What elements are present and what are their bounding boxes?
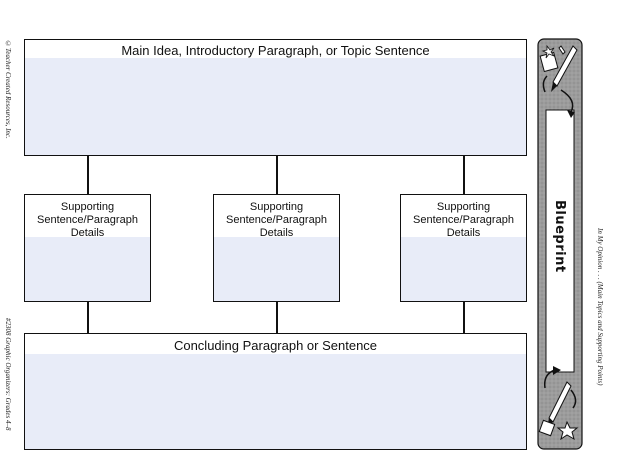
supporting-box-1: Supporting Sentence/Paragraph Details	[24, 194, 151, 302]
supporting-box-3: Supporting Sentence/Paragraph Details	[400, 194, 527, 302]
connector-sup-2-to-conclusion	[276, 302, 278, 333]
main-idea-title: Main Idea, Introductory Paragraph, or To…	[121, 43, 430, 58]
pencil-star-icon	[538, 366, 579, 441]
sidebar-graphic	[537, 38, 583, 450]
supporting-box-2: Supporting Sentence/Paragraph Details	[213, 194, 340, 302]
connector-main-to-sup-2	[276, 156, 278, 194]
connector-sup-1-to-conclusion	[87, 302, 89, 333]
connector-sup-3-to-conclusion	[463, 302, 465, 333]
page-title-vertical: In My Opinion . . . (Main Topics and Sup…	[596, 228, 604, 386]
main-idea-writing-area[interactable]	[25, 58, 526, 155]
blueprint-sidebar	[537, 38, 583, 450]
connector-main-to-sup-3	[463, 156, 465, 194]
supporting-label-1: Supporting Sentence/Paragraph Details	[37, 201, 138, 239]
supporting-writing-area-3[interactable]	[401, 237, 526, 301]
conclusion-box: Concluding Paragraph or Sentence	[24, 333, 527, 450]
blueprint-label: Blueprint	[552, 200, 567, 273]
pencil-paper-icon	[539, 44, 578, 118]
copyright-text: ©Teacher Created Resources, Inc.	[4, 40, 12, 139]
supporting-label-2: Supporting Sentence/Paragraph Details	[226, 201, 327, 239]
book-reference-text: #2308 Graphic Organizers: Grades 4–8	[4, 318, 12, 431]
conclusion-title: Concluding Paragraph or Sentence	[173, 338, 378, 353]
supporting-writing-area-1[interactable]	[25, 237, 150, 301]
conclusion-writing-area[interactable]	[25, 354, 526, 449]
connector-main-to-sup-1	[87, 156, 89, 194]
main-idea-box: Main Idea, Introductory Paragraph, or To…	[24, 39, 527, 156]
supporting-label-3: Supporting Sentence/Paragraph Details	[413, 201, 514, 239]
supporting-writing-area-2[interactable]	[214, 237, 339, 301]
